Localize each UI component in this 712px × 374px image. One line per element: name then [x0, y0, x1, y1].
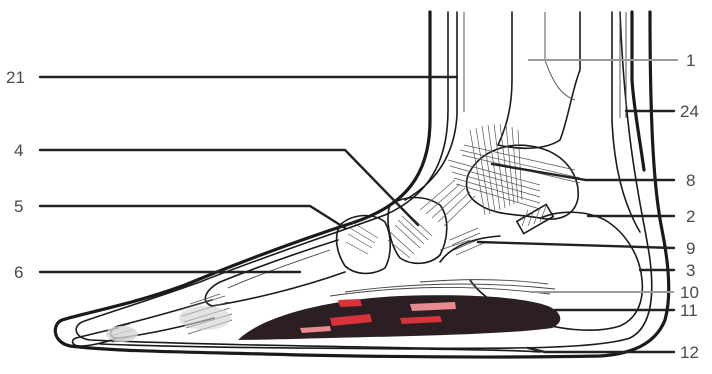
plantar-fascia [330, 280, 555, 296]
label-3: 3 [686, 261, 695, 280]
label-9: 9 [686, 239, 695, 258]
leader-4 [40, 150, 418, 225]
leader-8 [492, 164, 674, 180]
ball-pad [179, 306, 231, 330]
toe-pad [106, 326, 138, 342]
plantar-muscle-highlight-2 [338, 299, 362, 307]
leader-9 [478, 242, 674, 248]
label-11: 11 [680, 301, 698, 320]
fibula-line [545, 12, 575, 100]
label-21: 21 [6, 68, 25, 87]
label-24: 24 [680, 102, 699, 121]
tibia-bone [498, 12, 580, 148]
label-2: 2 [686, 207, 695, 226]
talus-bone [467, 145, 579, 219]
label-12: 12 [680, 343, 699, 362]
label-6: 6 [14, 263, 23, 282]
leader-5 [40, 206, 345, 228]
leader-12 [528, 348, 674, 352]
plantar-muscle [238, 295, 560, 340]
label-1: 1 [686, 51, 695, 70]
sesamoid-block [517, 204, 553, 233]
inner-skin-line [76, 12, 652, 348]
label-10: 10 [680, 283, 699, 302]
leg-back-outline [632, 12, 644, 170]
label-5: 5 [14, 197, 23, 216]
label-8: 8 [686, 171, 695, 190]
label-4: 4 [14, 141, 23, 160]
